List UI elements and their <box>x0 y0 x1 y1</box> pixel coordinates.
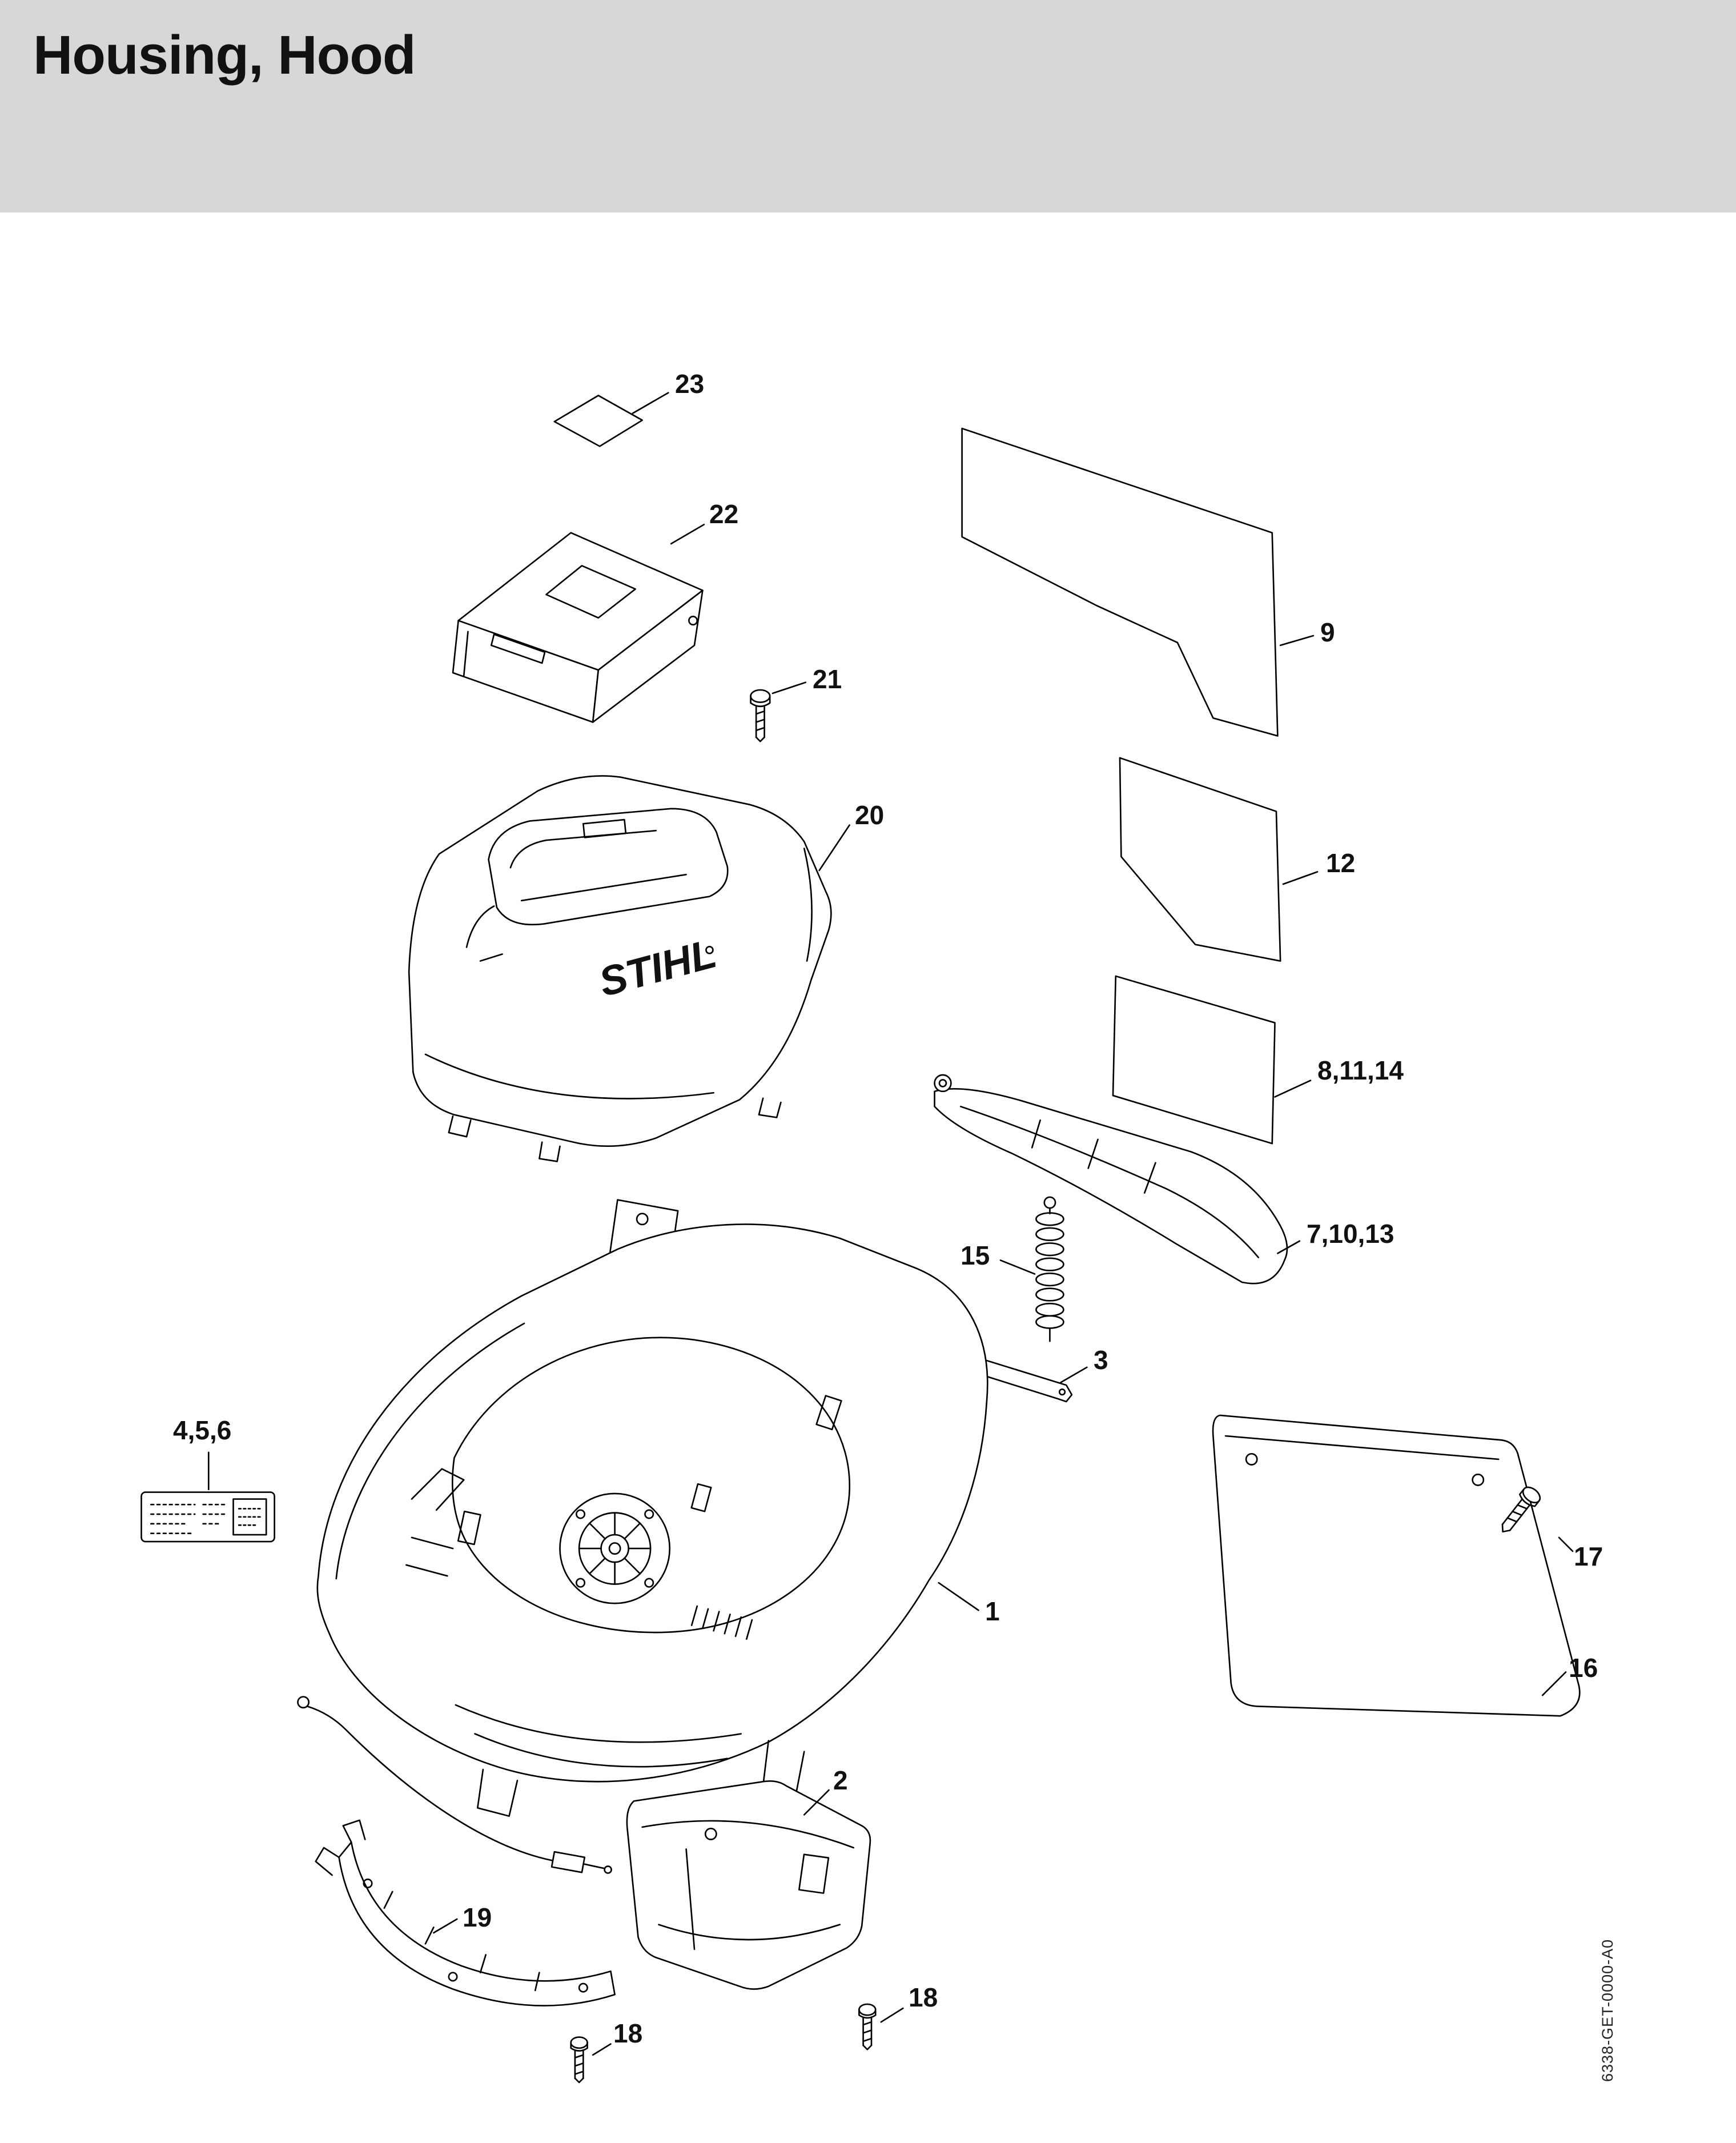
part-15-spring <box>1035 1196 1064 1342</box>
document-code: 6338-GET-0000-A0 <box>1599 1939 1616 2082</box>
page-title: Housing, Hood <box>33 25 416 86</box>
part-7-10-13-deflector <box>934 1074 1288 1285</box>
part-22-cover <box>452 532 704 723</box>
part-callout-19: 19 <box>463 1903 492 1932</box>
part-callout-12: 12 <box>1326 848 1356 878</box>
part-callout-1: 1 <box>985 1596 1000 1626</box>
part-9-decal <box>961 427 1279 737</box>
part-17-screw <box>1501 1486 1541 1533</box>
part-callout-3: 3 <box>1094 1345 1108 1375</box>
part-16-flap <box>1212 1414 1581 1717</box>
part-12-decal <box>1119 757 1281 962</box>
part-callout-8-11-14: 8,11,14 <box>1317 1056 1404 1085</box>
part-callout-9: 9 <box>1320 617 1335 647</box>
part-2-rear-cover <box>626 1780 871 1990</box>
part-callout-20: 20 <box>855 800 885 830</box>
part-18-screw-left <box>570 2036 588 2084</box>
part-callout-15: 15 <box>961 1241 990 1270</box>
leader-lines <box>207 392 1574 2056</box>
part-18-screw-right <box>858 2003 877 2050</box>
part-callout-17: 17 <box>1574 1542 1604 1571</box>
part-callout-21: 21 <box>813 664 842 694</box>
part-4-5-6-sticker <box>140 1491 275 1543</box>
part-callout-23: 23 <box>675 369 705 399</box>
part-callout-7-10-13: 7,10,13 <box>1307 1219 1395 1249</box>
part-21-screw <box>750 689 771 743</box>
part-20-hood: STIHL <box>408 775 832 1162</box>
part-callout-18-right: 18 <box>909 1983 938 2012</box>
part-23-decal <box>553 395 644 447</box>
part-8-11-14-decal <box>1112 975 1276 1145</box>
part-callout-16: 16 <box>1569 1653 1598 1683</box>
part-19-bumper-cable <box>297 1696 616 2006</box>
part-1-housing <box>316 1199 988 1817</box>
part-callout-2: 2 <box>833 1765 848 1795</box>
part-callout-18-left: 18 <box>613 2018 643 2048</box>
page-header: Housing, Hood <box>0 0 1736 212</box>
part-callout-4-5-6: 4,5,6 <box>173 1415 232 1445</box>
part-callout-22: 22 <box>709 499 739 529</box>
